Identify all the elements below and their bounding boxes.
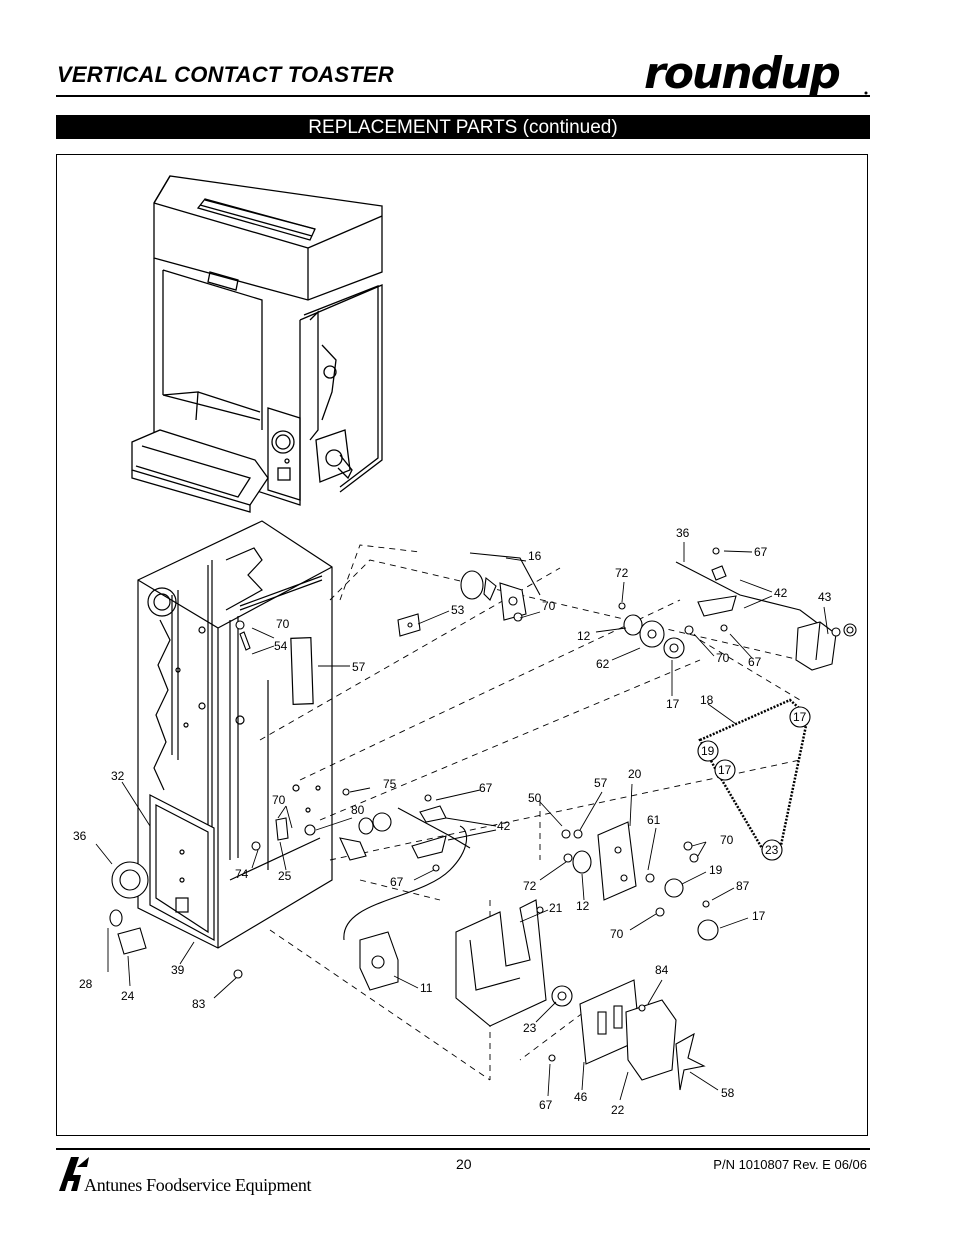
callout-17: 17 — [718, 763, 732, 777]
document-title: VERTICAL CONTACT TOASTER — [57, 62, 394, 87]
callout-80: 80 — [351, 803, 365, 817]
callout-42: 42 — [497, 819, 511, 833]
callout-19: 19 — [701, 744, 715, 758]
callout-57: 57 — [594, 776, 608, 790]
chassis-illustration — [137, 520, 333, 949]
header-rule — [56, 95, 870, 97]
callout-70: 70 — [716, 651, 730, 665]
callout-17: 17 — [752, 909, 766, 923]
parts-diagram-frame — [56, 154, 868, 1136]
callout-19: 19 — [709, 863, 723, 877]
callout-36: 36 — [676, 526, 690, 540]
callout-17: 17 — [793, 710, 807, 724]
callout-46: 46 — [574, 1090, 588, 1104]
assembled-toaster-illustration — [131, 175, 383, 513]
footer-rule — [56, 1148, 870, 1150]
callout-17: 17 — [666, 697, 680, 711]
callout-83: 83 — [192, 997, 206, 1011]
callout-22: 22 — [611, 1103, 625, 1117]
callout-67: 67 — [390, 875, 404, 889]
callout-67: 67 — [479, 781, 493, 795]
callout-12: 12 — [577, 629, 591, 643]
callout-70: 70 — [276, 617, 290, 631]
callout-87: 87 — [736, 879, 750, 893]
callout-67: 67 — [539, 1098, 553, 1112]
callout-70: 70 — [720, 833, 734, 847]
callout-39: 39 — [171, 963, 185, 977]
callout-50: 50 — [528, 791, 542, 805]
callout-21: 21 — [549, 901, 563, 915]
exploded-components — [109, 547, 857, 1091]
callout-67: 67 — [748, 655, 762, 669]
callout-72: 72 — [615, 566, 629, 580]
callout-42: 42 — [774, 586, 788, 600]
callout-70: 70 — [610, 927, 624, 941]
callout-57: 57 — [352, 660, 366, 674]
callout-12: 12 — [576, 899, 590, 913]
part-number-revision: P/N 1010807 Rev. E 06/06 — [713, 1157, 867, 1172]
callout-28: 28 — [79, 977, 93, 991]
callout-74: 74 — [235, 867, 249, 881]
brand-wordmark: roundup — [644, 50, 839, 98]
callout-16: 16 — [528, 549, 542, 563]
callout-36: 36 — [73, 829, 87, 843]
callout-leader-lines — [95, 542, 829, 1101]
callout-11: 11 — [420, 981, 433, 995]
callout-23: 23 — [523, 1021, 537, 1035]
antunes-logo-icon — [59, 1157, 89, 1191]
roundup-logo: roundup — [644, 50, 868, 98]
callout-32: 32 — [111, 769, 125, 783]
callout-25: 25 — [278, 869, 292, 883]
callout-61: 61 — [647, 813, 661, 827]
callout-labels: 16 70 53 72 36 67 42 43 12 70 67 62 17 1… — [73, 526, 832, 1117]
callout-72: 72 — [523, 879, 537, 893]
callout-23: 23 — [765, 843, 779, 857]
company-name: Antunes Foodservice Equipment — [84, 1175, 312, 1195]
callout-18: 18 — [700, 693, 714, 707]
callout-62: 62 — [596, 657, 610, 671]
callout-58: 58 — [721, 1086, 735, 1100]
callout-24: 24 — [121, 989, 135, 1003]
callout-67: 67 — [754, 545, 768, 559]
callout-75: 75 — [383, 777, 397, 791]
page-number: 20 — [456, 1156, 472, 1172]
callout-84: 84 — [655, 963, 669, 977]
callout-43: 43 — [818, 590, 832, 604]
callout-54: 54 — [274, 639, 288, 653]
callout-70: 70 — [542, 599, 556, 613]
callout-53: 53 — [451, 603, 465, 617]
callout-70: 70 — [272, 793, 286, 807]
callout-20: 20 — [628, 767, 642, 781]
section-title-bar: REPLACEMENT PARTS (continued) — [56, 115, 870, 139]
